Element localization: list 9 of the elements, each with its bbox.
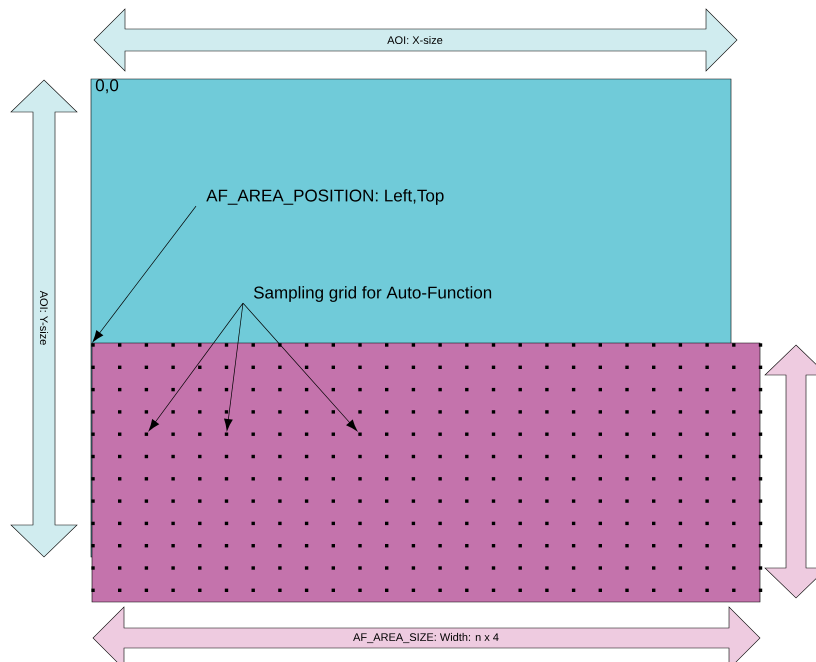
leader-line bbox=[148, 302, 244, 432]
leader-line bbox=[224, 302, 244, 431]
leader-line bbox=[92, 206, 196, 342]
callout-text: AF_AREA_POSITION: Left,Top bbox=[206, 189, 444, 205]
dimension-label: AF_AREA_SIZE: Width: n x 4 bbox=[353, 632, 499, 644]
dimension-label: AOI: Y-size bbox=[40, 290, 48, 345]
leader-line bbox=[242, 302, 358, 432]
callout-text: Sampling grid for Auto-Function bbox=[254, 286, 492, 302]
dimension-label: AOI: X-size bbox=[387, 36, 442, 44]
